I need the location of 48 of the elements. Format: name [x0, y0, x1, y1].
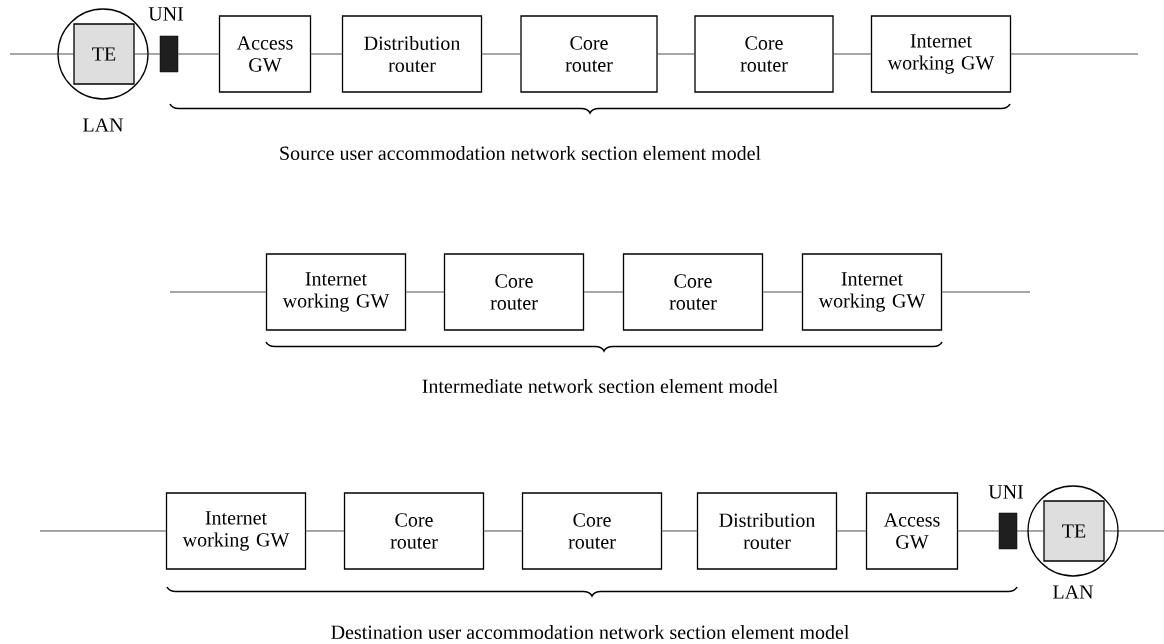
side-label: LAN: [1053, 585, 1094, 599]
network-element-box: Access GW: [218, 15, 312, 93]
connector-line: [177, 53, 220, 55]
network-element-box: Internet working GW: [265, 253, 407, 331]
network-element-box: Core router: [520, 15, 658, 93]
connector-line: [836, 530, 867, 532]
network-element-box: Distribution router: [696, 492, 838, 570]
section-label: Intermediate network section element model: [422, 378, 778, 393]
connector-line: [657, 53, 695, 55]
section-label: Destination user accommodation network section element model: [331, 624, 850, 639]
interface-bar: [159, 35, 179, 73]
connector-line: [405, 291, 445, 293]
lan-circle: [1027, 485, 1119, 577]
connector-line: [1104, 530, 1164, 532]
interface-bar: [998, 512, 1018, 550]
connector-line: [583, 291, 624, 293]
network-element-box: Core router: [343, 492, 485, 570]
connector-line: [134, 53, 161, 55]
connector-line: [941, 291, 1031, 293]
section-label: Source user accommodation network section element model: [280, 145, 761, 160]
network-element-box: Internet working GW: [801, 253, 943, 331]
connector-line: [762, 291, 803, 293]
connector-line: [1010, 53, 1139, 55]
connector-line: [39, 530, 167, 532]
connector-line: [957, 530, 1000, 532]
network-element-box: Distribution router: [341, 15, 483, 93]
connector-line: [483, 530, 523, 532]
network-element-box: Core router: [521, 492, 663, 570]
network-element-box: Internet working GW: [165, 492, 307, 570]
lan-circle: [57, 8, 149, 100]
connector-line: [481, 53, 521, 55]
terminal-box: TE: [73, 23, 135, 85]
connector-line: [9, 53, 74, 55]
connector-line: [1016, 530, 1044, 532]
side-label: UNI: [988, 485, 1024, 499]
connector-line: [310, 53, 343, 55]
connector-line: [833, 53, 872, 55]
network-element-box: Core router: [622, 253, 764, 331]
network-element-box: Core router: [443, 253, 585, 331]
connector-line: [305, 530, 345, 532]
connector-line: [169, 291, 267, 293]
terminal-box: TE: [1043, 500, 1105, 562]
side-label: UNI: [148, 7, 184, 21]
connector-line: [661, 530, 698, 532]
network-element-box: Core router: [694, 15, 834, 93]
network-element-box: Internet working GW: [870, 15, 1012, 93]
network-element-box: Access GW: [865, 492, 959, 570]
side-label: LAN: [83, 118, 124, 132]
